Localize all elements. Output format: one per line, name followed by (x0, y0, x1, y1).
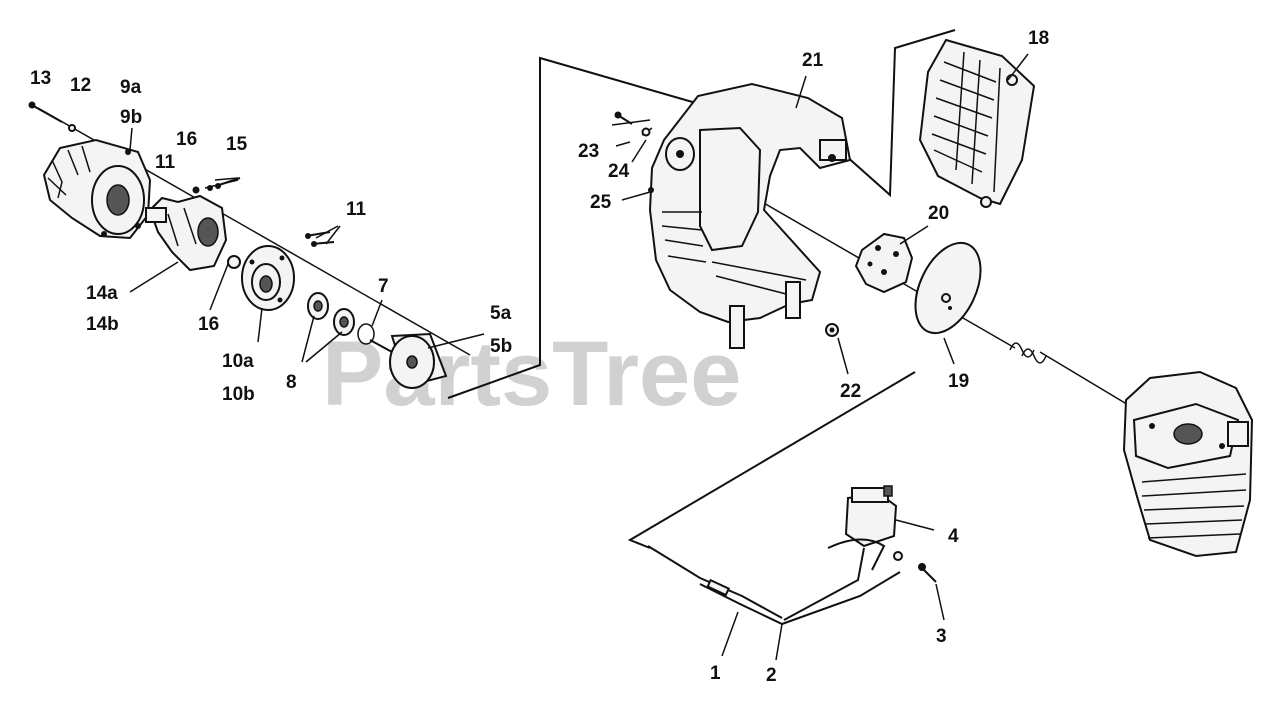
ignition-module-4 (783, 485, 898, 621)
callout-10b: 10b (222, 384, 255, 405)
gear-shaft-14 (145, 194, 241, 272)
callout-20: 20 (928, 203, 949, 224)
clutch-plate-10 (241, 245, 295, 311)
callout-16-upper: 16 (176, 129, 197, 150)
callout-9a: 9a (120, 77, 142, 98)
callout-13: 13 (30, 68, 51, 89)
callout-10a: 10a (222, 351, 254, 372)
callout-12: 12 (70, 75, 91, 96)
callout-3: 3 (936, 626, 947, 647)
callout-4: 4 (948, 526, 959, 547)
callout-23: 23 (578, 141, 599, 162)
leader-lines (129, 53, 1029, 661)
starter-hub-20 (854, 232, 914, 294)
callout-7: 7 (378, 276, 389, 297)
callout-11-middle: 11 (346, 199, 367, 220)
bearings-8 (307, 292, 355, 336)
callout-8: 8 (286, 372, 297, 393)
engine-housing-21 (648, 82, 852, 349)
callout-16-lower: 16 (198, 314, 219, 335)
callout-5a: 5a (490, 303, 512, 324)
callout-19: 19 (948, 371, 969, 392)
callout-1: 1 (710, 663, 721, 684)
callout-22: 22 (840, 381, 861, 402)
callout-14a: 14a (86, 283, 118, 304)
callout-2: 2 (766, 665, 777, 686)
small-screws-upper (192, 177, 241, 194)
callout-9b: 9b (120, 107, 142, 128)
callout-18: 18 (1028, 28, 1049, 49)
gear-housing-9 (42, 138, 152, 240)
screw-13 (28, 101, 76, 132)
callout-24: 24 (608, 161, 630, 182)
callout-15: 15 (226, 134, 248, 155)
callout-labels: 13 12 9a 9b 16 11 15 14a 14b 16 11 10a 1… (30, 28, 1049, 686)
callout-11-upper: 11 (155, 152, 176, 173)
engine-block (1122, 370, 1254, 558)
callout-21: 21 (802, 50, 824, 71)
screw-3 (893, 551, 937, 583)
nut-22 (825, 323, 839, 337)
watermark-text: PartsTree (322, 323, 741, 425)
retaining-ring-7 (357, 323, 375, 345)
filter-cover-18 (918, 38, 1036, 208)
callout-14b: 14b (86, 314, 119, 335)
flywheel-disc-19 (914, 241, 982, 335)
callout-25: 25 (590, 192, 612, 213)
callout-5b: 5b (490, 336, 512, 357)
